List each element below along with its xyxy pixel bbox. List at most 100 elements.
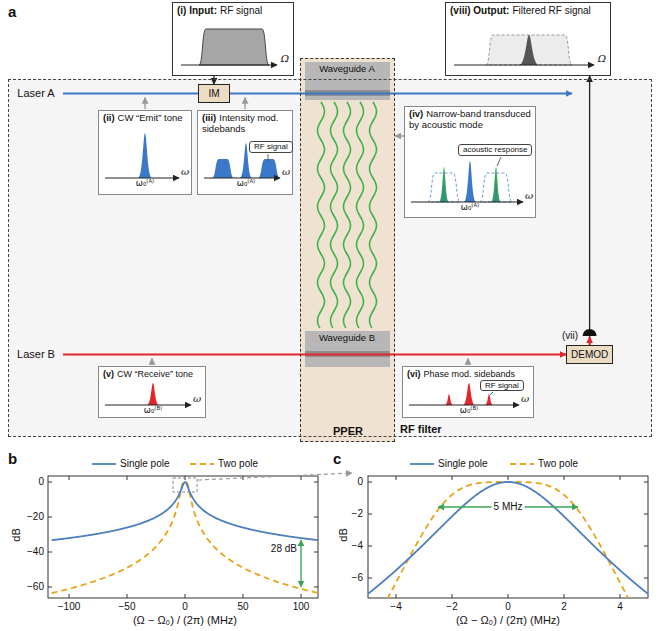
legend-sample — [190, 460, 214, 468]
inset-pointer — [144, 98, 145, 110]
tick — [644, 482, 648, 483]
legend-sample — [410, 460, 434, 468]
connector — [395, 135, 404, 136]
tick — [508, 476, 509, 480]
callout-box: acoustic response — [458, 144, 532, 156]
tick — [48, 517, 52, 518]
laser-label: Laser B — [12, 347, 60, 362]
tick — [564, 594, 565, 598]
spectral-band — [199, 29, 269, 65]
node-text: Ω — [281, 53, 289, 65]
spectral-peak — [439, 167, 449, 202]
tick — [644, 578, 648, 579]
tick — [564, 476, 565, 480]
tick-label: −60 — [27, 581, 44, 593]
spectral-peak — [463, 383, 475, 405]
callout-box: RF signal — [249, 141, 293, 153]
spectral-peak — [147, 383, 159, 405]
tick — [185, 594, 186, 598]
node-text: (v) — [103, 369, 114, 379]
tick — [314, 482, 318, 483]
node-text: Phase mod. sidebands — [424, 369, 516, 379]
tick — [314, 517, 318, 518]
legend-entry: Single pole — [410, 458, 487, 470]
tick — [314, 587, 318, 588]
zoom-box — [173, 478, 197, 492]
spectral-peak — [519, 35, 539, 65]
node-text: (ii) — [103, 112, 115, 123]
single-pole-curve — [368, 482, 648, 594]
acoustic-wave — [370, 102, 377, 328]
tick-label: −4 — [352, 540, 363, 552]
tick-label: 4 — [617, 601, 623, 613]
spectrum-inset: (ii)CW “Emit” toneωω₀⁽ᴬ⁾ — [98, 110, 192, 195]
tick-label: 0 — [182, 601, 188, 613]
pper-ground — [300, 58, 395, 442]
node-text: (iv) — [409, 108, 423, 119]
tick — [127, 476, 128, 480]
tick — [314, 552, 318, 553]
heading: (v)CW “Receive” tone — [99, 367, 205, 379]
tick — [368, 578, 372, 579]
node-text: Filtered RF signal — [512, 5, 590, 16]
tick — [368, 482, 372, 483]
spectral-band — [212, 159, 234, 178]
node-text: CW “Receive” tone — [117, 369, 193, 379]
waveguide: Waveguide B — [305, 331, 390, 367]
axis — [454, 65, 594, 66]
leader-line — [490, 392, 493, 395]
tick — [644, 546, 648, 547]
output-panel: (viii) Output:Filtered RF signalΩ — [445, 2, 611, 76]
spectrum-inset: RF signal(iii)Intensity mod. sidebandsωω… — [197, 110, 293, 195]
chart-panel — [368, 476, 648, 631]
spectral-peak — [485, 394, 493, 405]
tick — [48, 552, 52, 553]
tick — [644, 514, 648, 515]
heading: (iv)Narrow-band transduced by acoustic m… — [405, 107, 535, 131]
annotation: dB — [337, 528, 350, 541]
plot-frame — [368, 476, 648, 598]
spectrum-inset: acoustic response (iv)Narrow-band transdu… — [404, 106, 536, 218]
node-text: Waveguide B — [319, 333, 375, 344]
tick — [508, 594, 509, 598]
spectral-peak — [491, 167, 501, 202]
node-text: (viii) Output: — [450, 5, 509, 16]
tick-label: −100 — [58, 601, 81, 613]
node-text: (i) Input: — [177, 5, 217, 16]
demodulator-box: DEMOD — [566, 345, 613, 364]
laser-beam — [230, 93, 572, 95]
chart-panel — [48, 476, 318, 598]
single-pole-curve — [52, 482, 318, 540]
heading: (i) Input:RF signal — [173, 3, 293, 17]
tick-label: −4 — [390, 601, 401, 613]
legend-entry: Two pole — [190, 458, 258, 470]
node-text: ω₀⁽ᴬ⁾ — [237, 179, 255, 189]
node-text: RF signal — [220, 5, 262, 16]
tick — [396, 476, 397, 480]
leader-line — [497, 157, 501, 166]
node-text: ω₀⁽ᴮ⁾ — [144, 406, 162, 416]
axis — [181, 65, 277, 66]
node-text: (vi) — [407, 369, 421, 379]
node-text: DEMOD — [571, 349, 608, 361]
node-text: Waveguide A — [319, 64, 375, 75]
tick — [69, 594, 70, 598]
spectral-peak — [442, 179, 447, 202]
pper-device: Waveguide AWaveguide BPPER — [300, 58, 395, 442]
tick — [368, 514, 372, 515]
tick-label: −2 — [446, 601, 457, 613]
node-text: ω — [525, 190, 533, 202]
acoustic-wave — [357, 102, 364, 328]
node-text: Narrow-band transduced by acoustic mode — [409, 108, 531, 130]
tick — [396, 594, 397, 598]
node-text: IM — [208, 88, 219, 100]
spectral-band — [486, 35, 572, 65]
tick — [69, 476, 70, 480]
legend-entry: Two pole — [510, 458, 578, 470]
tick-label: −40 — [27, 546, 44, 558]
inset-pointer — [151, 359, 152, 366]
rf-filter-frame: Laser AIMWaveguide AWaveguide BPPER(ii)C… — [8, 79, 652, 437]
legend-text: Two pole — [218, 458, 258, 470]
legend-line — [190, 463, 214, 465]
